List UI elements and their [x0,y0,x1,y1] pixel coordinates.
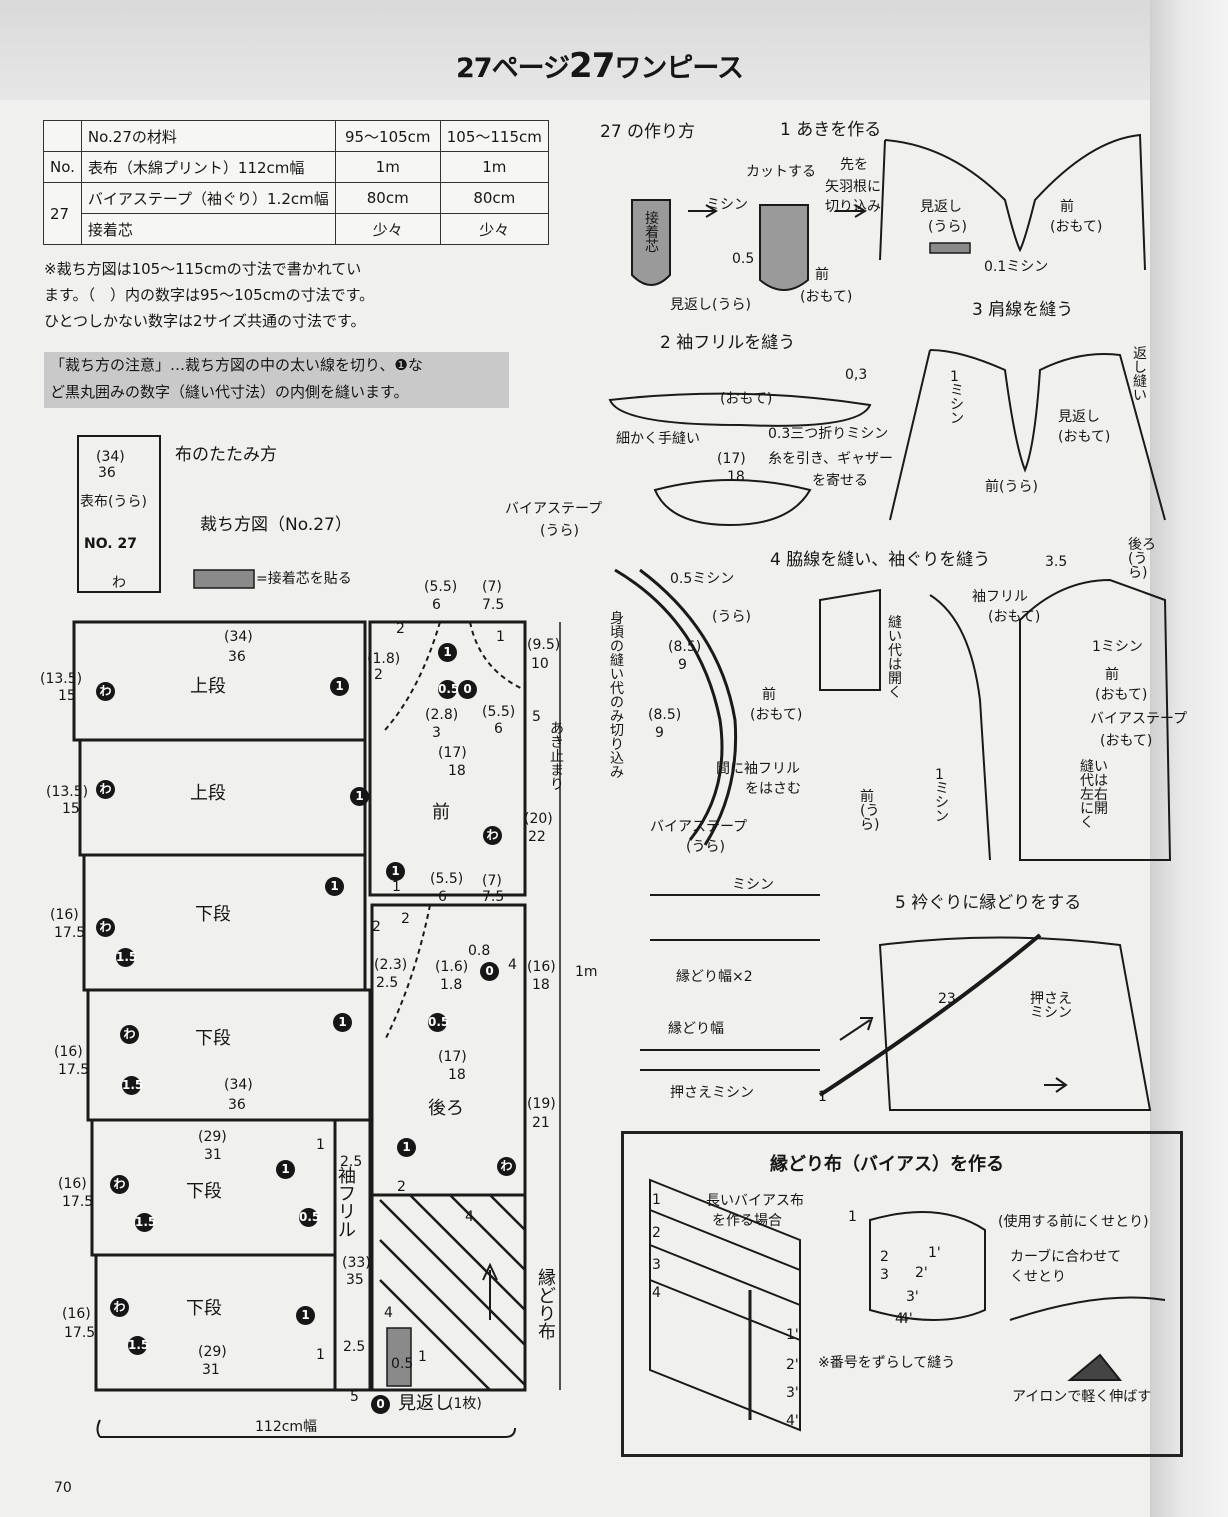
steps-intro: 27 の作り方 [600,122,696,142]
step-1-title: 1 あきを作る [780,120,882,140]
layout-title: 裁ち方図（No.27） [200,515,352,535]
bias-binding-panel [621,1131,1183,1457]
top-band [0,0,1178,100]
paper-sheet [0,100,1178,1517]
page-number: 70 [54,1480,72,1496]
step-5-title: 5 衿ぐりに縁どりをする [895,893,1082,913]
bias-panel-title: 縁どり布（バイアス）を作る [770,1154,1004,1175]
fold-title: 布のたたみ方 [175,445,277,465]
size-note: ※裁ち方図は105〜115cmの寸法で書かれてい ます。（ ）内の数字は95〜1… [44,260,375,330]
step-2-title: 2 袖フリルを縫う [660,333,796,353]
legend-swatch [193,569,255,589]
cutting-note: 「裁ち方の注意」…裁ち方図の中の太い線を切り、❶な ど黒丸囲みの数字（縫い代寸法… [44,352,509,408]
materials-table: No.27の材料 95〜105cm 105〜115cm No. 表布（木綿プリン… [43,120,549,245]
step-3-title: 3 肩線を縫う [972,300,1074,320]
fold-rect [77,435,161,593]
page-title: 27ページ27ワンピース [456,46,744,86]
step-4-title: 4 脇線を縫い、袖ぐりを縫う [770,550,991,570]
page-binding [1150,0,1228,1517]
